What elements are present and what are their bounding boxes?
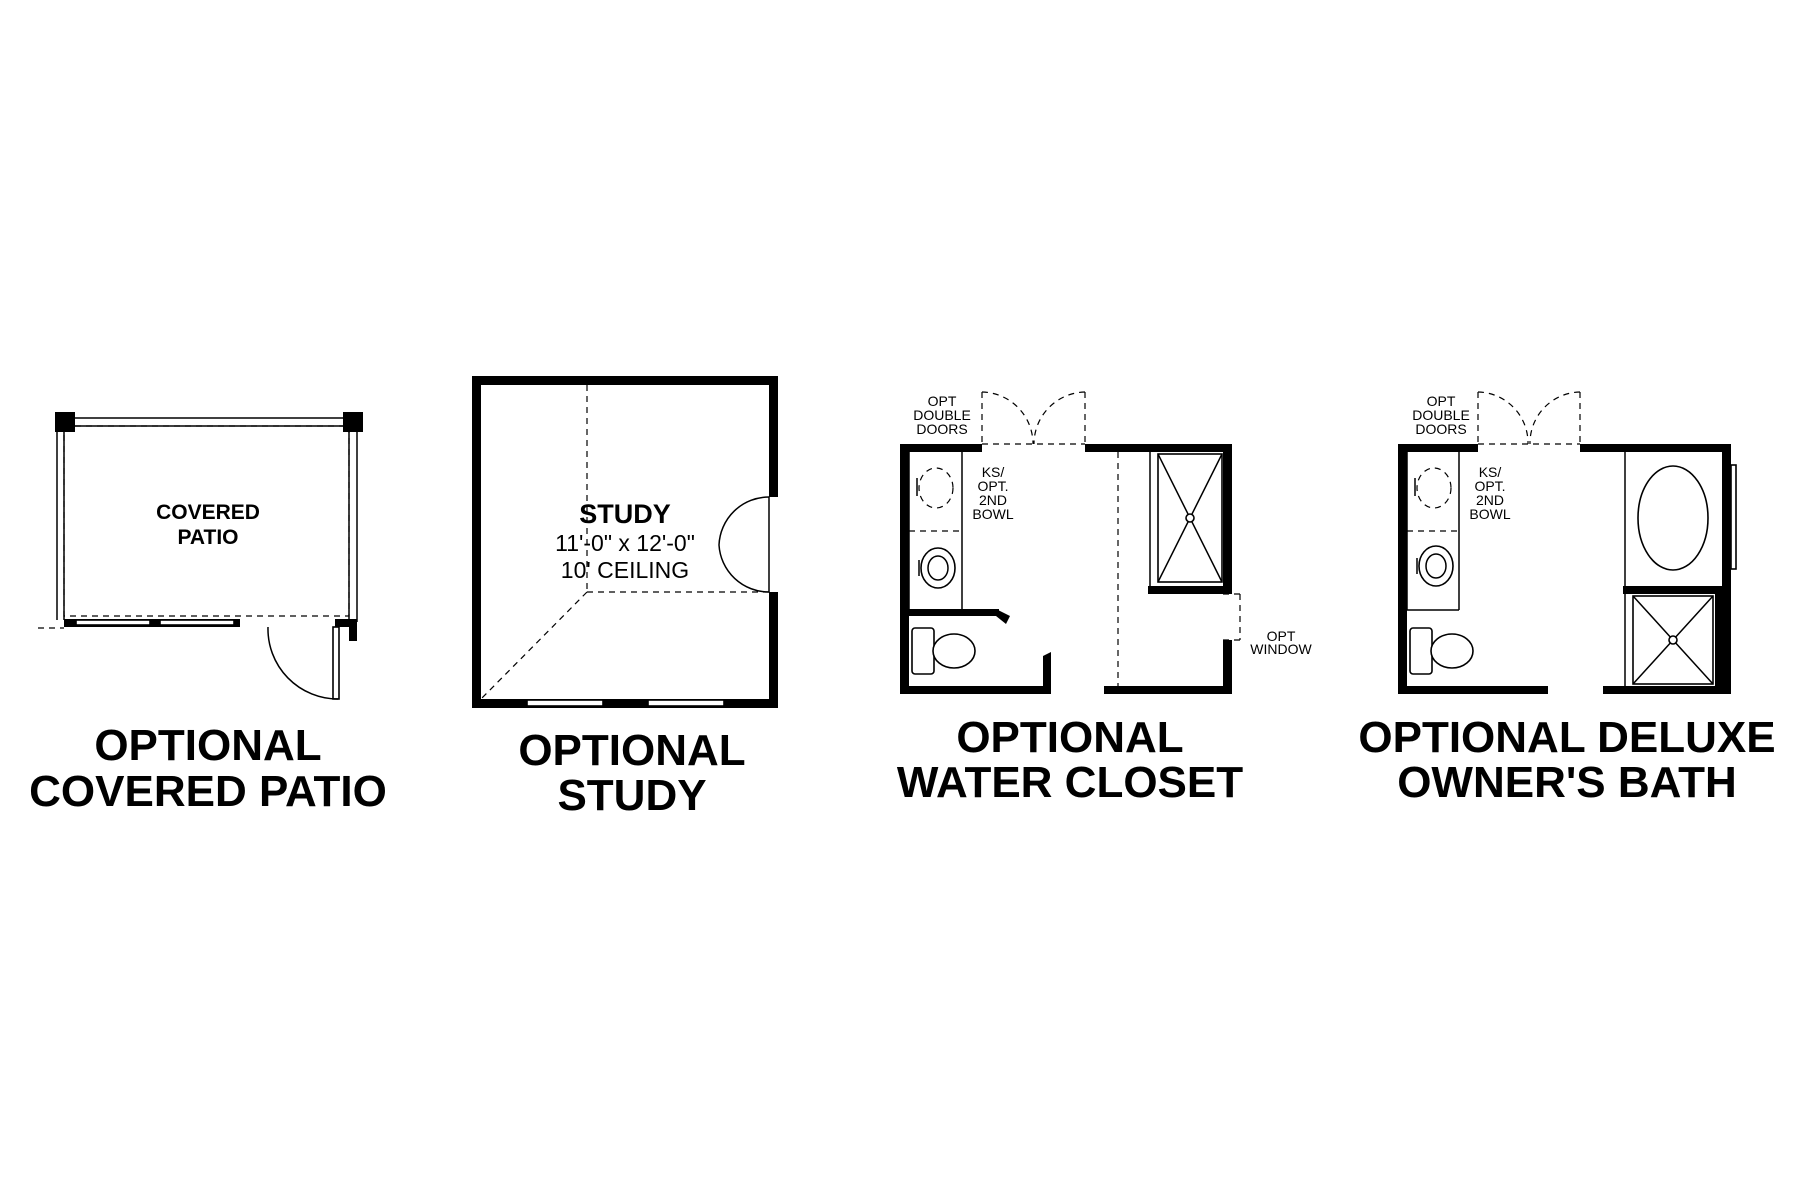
water-closet-title: OPTIONAL: [956, 713, 1183, 762]
deluxe-bath-doors-note: DOUBLE: [1412, 407, 1470, 423]
covered-patio-plan: COVERED PATIO OPTIONAL COVERED PATIO: [29, 412, 387, 816]
study-plan: STUDY 11'-0" x 12'-0" 10' CEILING OPTION…: [472, 376, 778, 820]
water-closet-doors-note: DOORS: [916, 421, 967, 437]
water-closet-sink-note: 2ND: [979, 492, 1007, 508]
water-closet-plan: OPT DOUBLE DOORS KS/ OPT. 2ND BOWL OPT W…: [897, 391, 1312, 807]
water-closet-title: WATER CLOSET: [897, 758, 1243, 807]
patio-title: OPTIONAL: [94, 721, 321, 770]
deluxe-bath-sink-note: OPT.: [1474, 478, 1505, 494]
water-closet-sink-note: BOWL: [972, 506, 1013, 522]
patio-room-label: PATIO: [177, 526, 238, 549]
deluxe-bath-plan: OPT DOUBLE DOORS KS/ OPT. 2ND BOWL OPTIO…: [1358, 391, 1776, 807]
study-title: OPTIONAL: [518, 726, 745, 775]
water-closet-sink-note: OPT.: [977, 478, 1008, 494]
patio-title: COVERED PATIO: [29, 767, 387, 816]
patio-room-label: COVERED: [156, 501, 260, 524]
study-ceiling-height: 10' CEILING: [561, 557, 689, 583]
water-closet-window-note: OPT: [1267, 628, 1296, 644]
study-title: STUDY: [557, 771, 706, 820]
water-closet-sink-note: KS/: [982, 464, 1005, 480]
deluxe-bath-title: OPTIONAL DELUXE: [1358, 713, 1775, 762]
deluxe-bath-sink-note: KS/: [1479, 464, 1502, 480]
study-dimensions: 11'-0" x 12'-0": [555, 530, 695, 556]
study-room-label: STUDY: [579, 499, 671, 529]
deluxe-bath-doors-note: OPT: [1427, 393, 1456, 409]
water-closet-window-note: WINDOW: [1250, 641, 1312, 657]
deluxe-bath-doors-note: DOORS: [1415, 421, 1466, 437]
water-closet-doors-note: DOUBLE: [913, 407, 971, 423]
deluxe-bath-sink-note: BOWL: [1469, 506, 1510, 522]
deluxe-bath-title: OWNER'S BATH: [1397, 758, 1737, 807]
deluxe-bath-sink-note: 2ND: [1476, 492, 1504, 508]
water-closet-doors-note: OPT: [928, 393, 957, 409]
